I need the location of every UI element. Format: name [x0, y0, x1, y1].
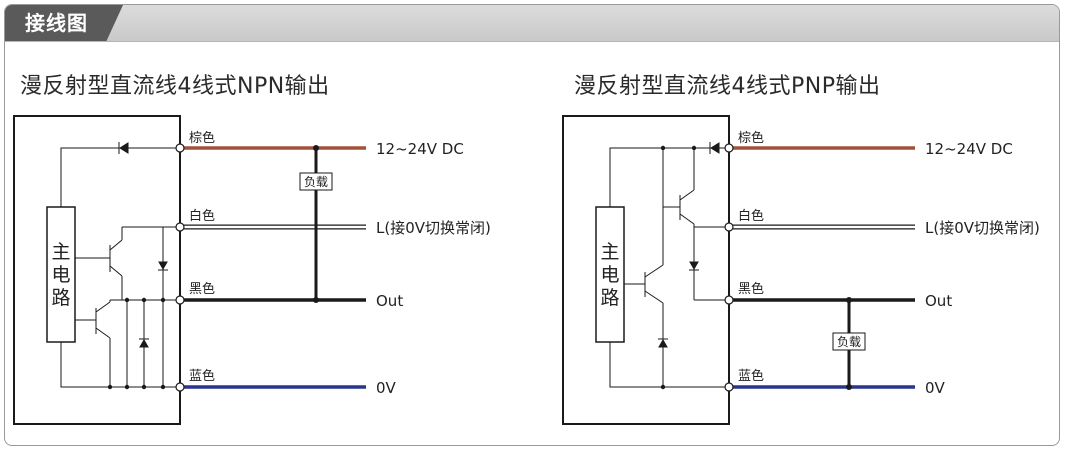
npn-sensor-housing [13, 115, 181, 425]
npn-load-label: 负载 [304, 175, 328, 189]
npn-signal-l: L(接0V切换常闭) [376, 219, 491, 237]
pnp-circuit-char-2: 电 [600, 264, 619, 286]
pnp-sensor-housing [562, 115, 730, 425]
pnp-circuit-char-1: 主 [600, 241, 619, 263]
pnp-signal-power: 12~24V DC [925, 140, 1013, 158]
npn-main-circuit-block [46, 206, 76, 343]
pnp-load-label: 负载 [837, 335, 861, 349]
npn-circuit-char-2: 电 [51, 264, 70, 286]
pnp-signal-l: L(接0V切换常闭) [925, 219, 1040, 237]
npn-signal-out: Out [376, 292, 403, 310]
npn-diagram: 主 电 路 [13, 115, 491, 425]
pnp-signal-0v: 0V [925, 379, 946, 397]
panel-header: 接线图 [5, 5, 1059, 42]
pnp-diagram: 主 电 路 [562, 115, 1040, 425]
pnp-brown-label: 棕色 [738, 130, 764, 146]
npn-diagram-title: 漫反射型直流线4线式NPN输出 [20, 74, 330, 99]
panel-title: 接线图 [5, 5, 123, 41]
pnp-white-label: 白色 [738, 208, 764, 224]
pnp-diagram-title: 漫反射型直流线4线式PNP输出 [574, 74, 881, 99]
npn-circuit-char-3: 路 [51, 287, 70, 309]
pnp-blue-label: 蓝色 [738, 368, 764, 384]
pnp-load-box [832, 332, 866, 351]
npn-signal-power: 12~24V DC [376, 140, 464, 158]
npn-brown-label: 棕色 [189, 130, 215, 146]
pnp-main-circuit-block [595, 206, 625, 343]
npn-black-label: 黑色 [189, 281, 215, 297]
pnp-black-label: 黑色 [738, 281, 764, 297]
npn-signal-0v: 0V [376, 379, 397, 397]
npn-load-box [299, 172, 333, 191]
npn-circuit-char-1: 主 [51, 241, 70, 263]
pnp-circuit-char-3: 路 [600, 287, 619, 309]
npn-white-label: 白色 [189, 208, 215, 224]
npn-blue-label: 蓝色 [189, 368, 215, 384]
pnp-signal-out: Out [925, 292, 952, 310]
